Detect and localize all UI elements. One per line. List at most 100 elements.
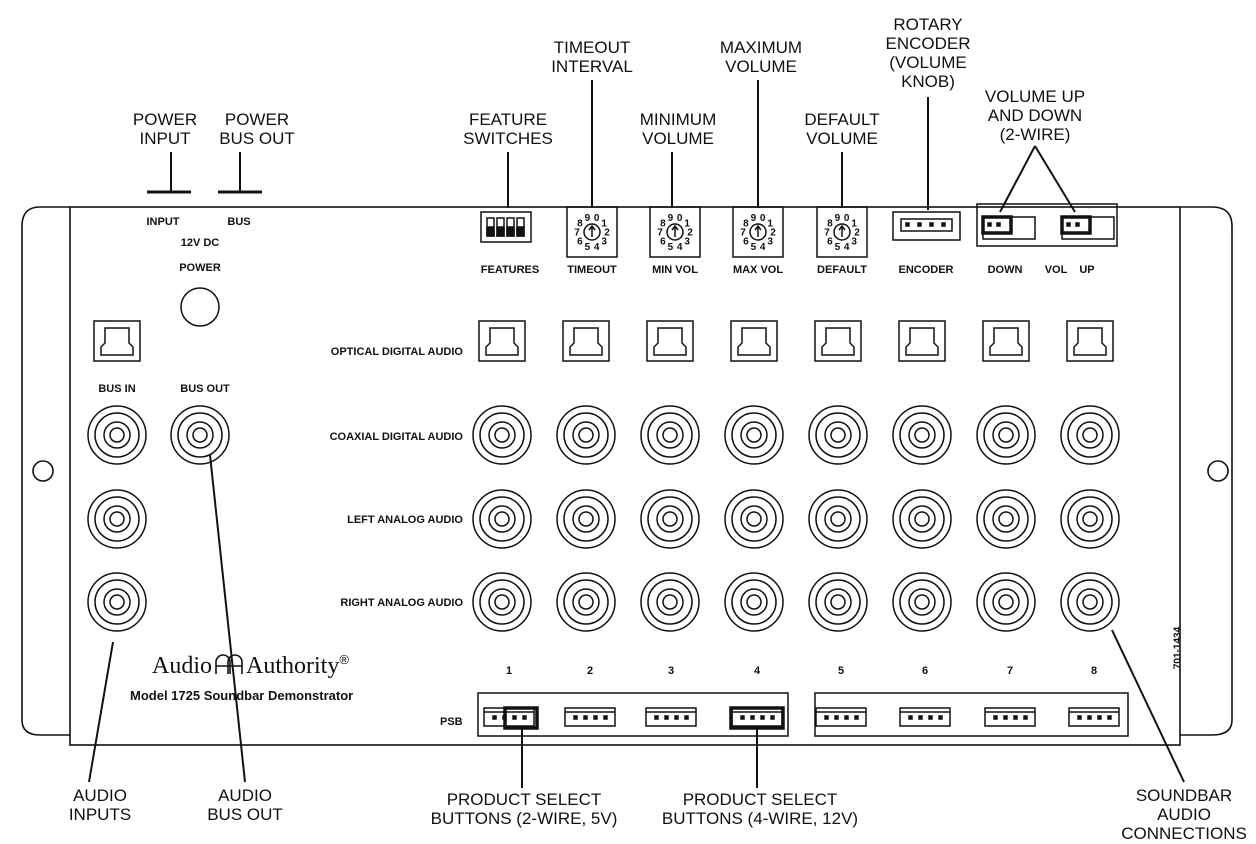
psb-pin-4	[522, 715, 527, 720]
vol-down-highlight	[981, 215, 1013, 235]
psb-2wire-highlight	[503, 706, 539, 730]
rca-socket	[572, 421, 600, 449]
psb-pin-3	[1097, 715, 1102, 720]
left-mounting-ear	[21, 206, 70, 736]
rca-socket	[656, 588, 684, 616]
dial-housing	[732, 206, 784, 258]
optical-port-3	[646, 320, 694, 362]
dial-knob	[666, 223, 684, 241]
right-analog-jack-7	[976, 572, 1036, 632]
rca-socket	[908, 588, 936, 616]
channel-number-1: 1	[505, 665, 513, 677]
rca-socket	[656, 421, 684, 449]
rca-socket	[740, 505, 768, 533]
rca-inner-ring	[1067, 579, 1113, 625]
rca-socket	[908, 421, 936, 449]
optical-port-socket	[569, 327, 603, 356]
psb-4wire-highlight	[729, 706, 785, 730]
dial-digit: 7	[657, 228, 663, 239]
rca-outer-ring	[892, 572, 952, 632]
rca-outer-ring	[976, 405, 1036, 465]
psb-connector-6	[899, 707, 951, 727]
rca-inner-ring	[177, 412, 223, 458]
rca-pin	[192, 427, 208, 443]
channel-number-2: 2	[586, 665, 594, 677]
coaxial-jack-3	[640, 405, 700, 465]
rca-pin	[1082, 511, 1098, 527]
vol-up-label: UP	[1079, 264, 1095, 276]
rca-pin	[662, 511, 678, 527]
rca-pin	[746, 511, 762, 527]
rca-inner-ring	[563, 412, 609, 458]
dial-digit: 6	[660, 236, 666, 247]
dial-digit: 7	[740, 228, 746, 239]
psb-pin-4	[854, 715, 859, 720]
feature-switch-toggle-3	[506, 226, 515, 237]
rca-inner-ring	[899, 579, 945, 625]
vol-pin-1	[987, 222, 992, 227]
dial-digit: 7	[574, 228, 580, 239]
optical-port-6	[898, 320, 946, 362]
rca-socket	[186, 421, 214, 449]
psb-pin-4	[770, 715, 775, 720]
rca-inner-ring	[983, 412, 1029, 458]
rca-pin	[830, 427, 846, 443]
rca-socket	[908, 505, 936, 533]
volume-block-housing	[976, 203, 1118, 247]
dial-arrow-icon	[838, 224, 846, 237]
psb-pin-1	[1077, 715, 1082, 720]
vol-up-highlight	[1060, 215, 1092, 235]
rca-pin	[914, 594, 930, 610]
rca-socket	[740, 421, 768, 449]
dial-digit: 8	[827, 219, 833, 230]
rca-inner-ring	[479, 496, 525, 542]
volume-connector-block	[976, 203, 1118, 247]
rca-outer-ring	[87, 572, 147, 632]
rca-socket	[1076, 505, 1104, 533]
rca-pin	[578, 511, 594, 527]
rca-inner-ring	[647, 496, 693, 542]
psb-pin-1	[824, 715, 829, 720]
rca-socket	[103, 421, 131, 449]
device-panel	[69, 206, 1181, 746]
optical-bus-in-port	[93, 320, 141, 362]
rca-outer-ring	[170, 405, 230, 465]
feature-switch-toggle-1	[486, 226, 495, 237]
dial-digit: 2	[687, 228, 693, 239]
rca-pin	[998, 594, 1014, 610]
left-analog-jack-6	[892, 489, 952, 549]
right-analog-jack-3	[640, 572, 700, 632]
dial-digit: 0	[760, 213, 766, 224]
rca-socket	[656, 505, 684, 533]
rca-outer-ring	[892, 405, 952, 465]
psb-pin-3	[1013, 715, 1018, 720]
left-analog-jack-3	[640, 489, 700, 549]
dial-digit: 0	[594, 213, 600, 224]
rca-outer-ring	[976, 489, 1036, 549]
rca-socket	[572, 588, 600, 616]
rca-inner-ring	[647, 412, 693, 458]
dial-digit: 4	[677, 242, 683, 253]
power-input-label: INPUT	[146, 216, 180, 228]
feature-switch-block	[480, 211, 532, 243]
dial-digit: 7	[824, 228, 830, 239]
bus-in-label: BUS IN	[98, 383, 136, 395]
brand-name-left: Audio	[152, 653, 212, 679]
dial-digit: 2	[604, 228, 610, 239]
rca-socket	[740, 588, 768, 616]
encoder-pin-3	[929, 222, 934, 227]
row-label-optical: OPTICAL DIGITAL AUDIO	[330, 346, 463, 358]
rca-inner-ring	[899, 412, 945, 458]
rca-outer-ring	[556, 489, 616, 549]
rca-outer-ring	[892, 489, 952, 549]
vol-label: VOL	[1044, 264, 1068, 276]
optical-port-frame	[478, 320, 526, 362]
dial-digit: 2	[770, 228, 776, 239]
